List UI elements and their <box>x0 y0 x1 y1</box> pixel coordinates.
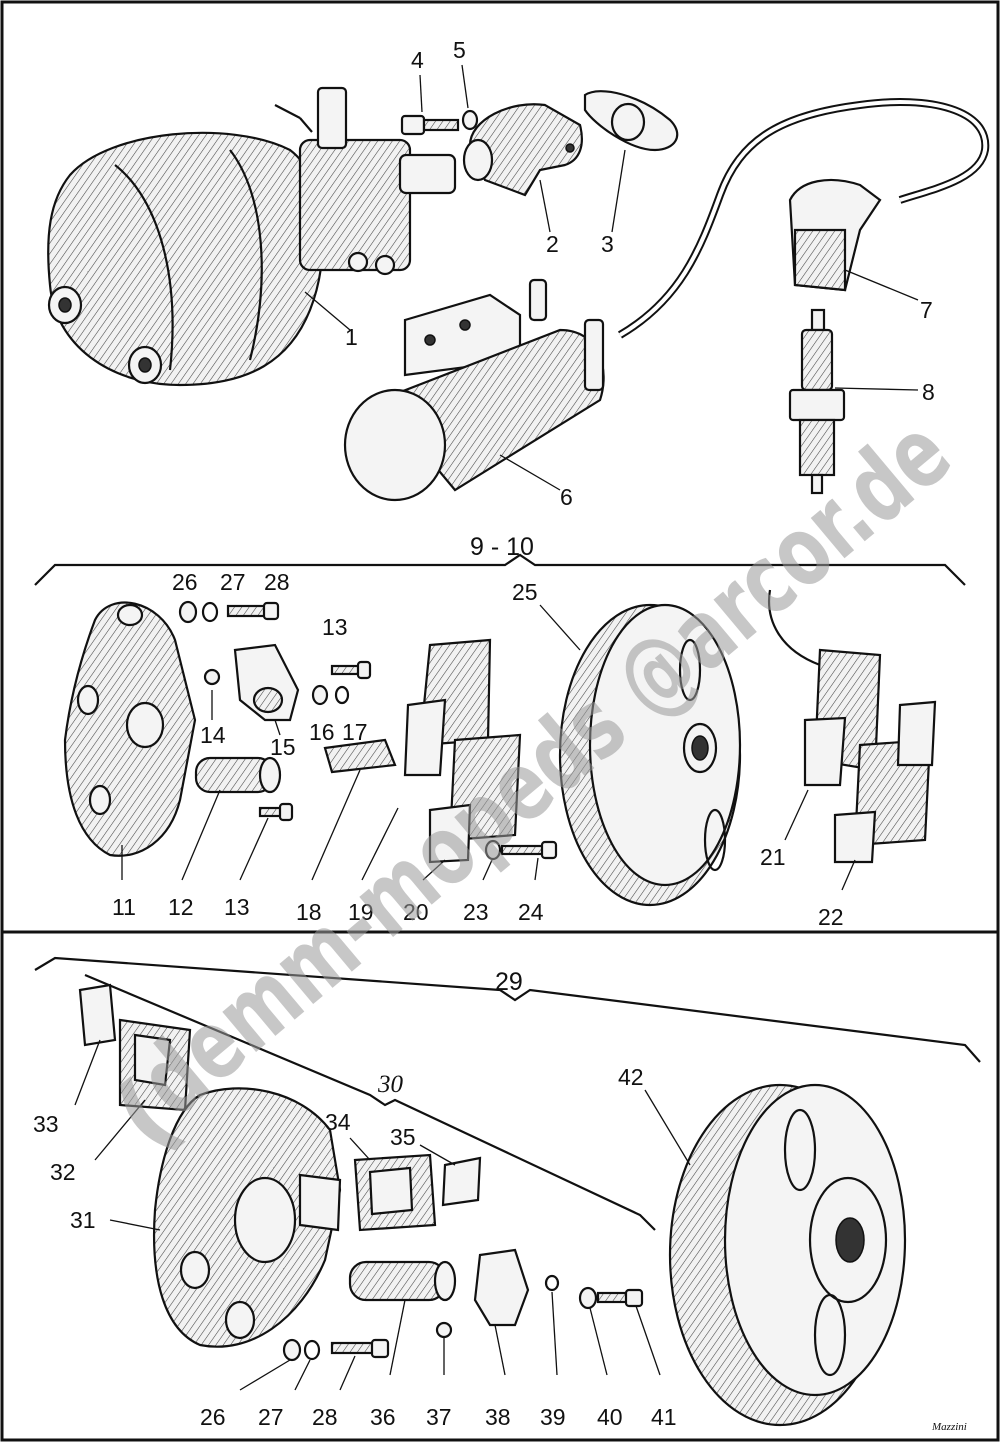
callout-36: 36 <box>370 1404 396 1430</box>
callout-38: 38 <box>485 1404 511 1430</box>
callout-2: 2 <box>546 231 559 257</box>
clip-35 <box>441 1156 482 1207</box>
bolt-4 <box>400 114 460 136</box>
washer-26-bottom <box>282 1338 302 1362</box>
callout-33: 33 <box>33 1111 59 1137</box>
callout-15: 15 <box>270 734 296 760</box>
callout-28-top: 28 <box>264 569 290 595</box>
group-label-30: 30 <box>377 1071 404 1098</box>
washer-5 <box>461 109 479 131</box>
callout-23: 23 <box>463 899 489 925</box>
callout-27-bottom: 27 <box>258 1404 284 1430</box>
callout-5: 5 <box>453 37 466 63</box>
stator-plate-11 <box>63 601 197 857</box>
callout-25: 25 <box>512 579 538 605</box>
callout-24: 24 <box>518 899 544 925</box>
spark-plug-8 <box>788 308 846 495</box>
bracket-9-10 <box>34 553 966 586</box>
callout-35: 35 <box>390 1124 416 1150</box>
screw-28-top <box>226 601 280 621</box>
washer-23 <box>484 839 502 861</box>
spring-washer-27-top <box>201 601 219 623</box>
callout-1: 1 <box>345 324 358 350</box>
contact-breaker-15 <box>233 643 300 722</box>
callout-4: 4 <box>411 47 424 73</box>
coil-32 <box>118 1018 192 1112</box>
coil-22 <box>833 700 937 864</box>
spark-plug-cap-7 <box>788 178 882 292</box>
callout-20: 20 <box>403 899 429 925</box>
condenser-12 <box>194 756 282 794</box>
washer-26-top <box>178 600 198 624</box>
intake-manifold-2 <box>462 103 583 197</box>
callout-34: 34 <box>325 1109 351 1135</box>
spring-washer-39 <box>544 1274 560 1292</box>
condenser-36 <box>348 1260 457 1302</box>
callout-17: 17 <box>342 719 368 745</box>
group-label-29: 29 <box>495 968 523 996</box>
nut-37 <box>435 1321 453 1339</box>
callout-13-upper: 13 <box>322 614 348 640</box>
callout-13-lower: 13 <box>224 894 250 920</box>
callout-41: 41 <box>651 1404 677 1430</box>
callout-40: 40 <box>597 1404 623 1430</box>
hv-cable <box>617 98 990 339</box>
callout-11: 11 <box>112 894 136 920</box>
callout-16: 16 <box>309 719 335 745</box>
callout-8: 8 <box>922 379 935 405</box>
artist-signature: Mazzini <box>931 1421 967 1433</box>
felt-pad-18 <box>323 738 397 774</box>
callout-14: 14 <box>200 722 226 748</box>
callout-39: 39 <box>540 1404 566 1430</box>
air-filter-carburettor-assembly <box>47 86 457 387</box>
callout-42: 42 <box>618 1064 644 1090</box>
screw-28-bottom <box>330 1338 390 1359</box>
small-nut-14 <box>203 668 221 686</box>
callout-18: 18 <box>296 899 322 925</box>
contact-breaker-38 <box>473 1248 530 1327</box>
callout-21: 21 <box>760 844 786 870</box>
gasket-3 <box>583 90 679 152</box>
coil-20 <box>403 638 522 864</box>
callout-12: 12 <box>168 894 194 920</box>
callout-7: 7 <box>920 297 933 323</box>
group-label-9-10: 9 - 10 <box>470 533 534 561</box>
callout-19: 19 <box>348 899 374 925</box>
coil-34 <box>353 1153 437 1232</box>
screw-13-lower <box>258 802 294 822</box>
spring-washer-17 <box>334 685 350 705</box>
callout-31: 31 <box>70 1207 96 1233</box>
screw-24 <box>500 840 558 860</box>
flywheel-42 <box>668 1083 907 1427</box>
callout-22: 22 <box>818 904 844 930</box>
callout-6: 6 <box>560 484 573 510</box>
spring-washer-27-bottom <box>303 1339 321 1361</box>
bracket-29 <box>34 956 981 1063</box>
callout-27-top: 27 <box>220 569 246 595</box>
flywheel-25 <box>558 603 742 907</box>
screw-13-upper <box>330 660 372 680</box>
callout-32: 32 <box>50 1159 76 1185</box>
screw-41 <box>596 1288 644 1308</box>
callout-3: 3 <box>601 231 614 257</box>
ignition-coil-6 <box>343 278 605 502</box>
callout-26-top: 26 <box>172 569 198 595</box>
washer-40 <box>578 1286 598 1310</box>
callout-26-bottom: 26 <box>200 1404 226 1430</box>
bracket-30 <box>84 973 656 1231</box>
callout-37: 37 <box>426 1404 452 1430</box>
clip-33 <box>78 983 117 1047</box>
lighting-coil-21 <box>768 589 882 787</box>
stator-plate-31 <box>153 1087 342 1348</box>
callout-28-bottom: 28 <box>312 1404 338 1430</box>
washer-16 <box>311 684 329 706</box>
